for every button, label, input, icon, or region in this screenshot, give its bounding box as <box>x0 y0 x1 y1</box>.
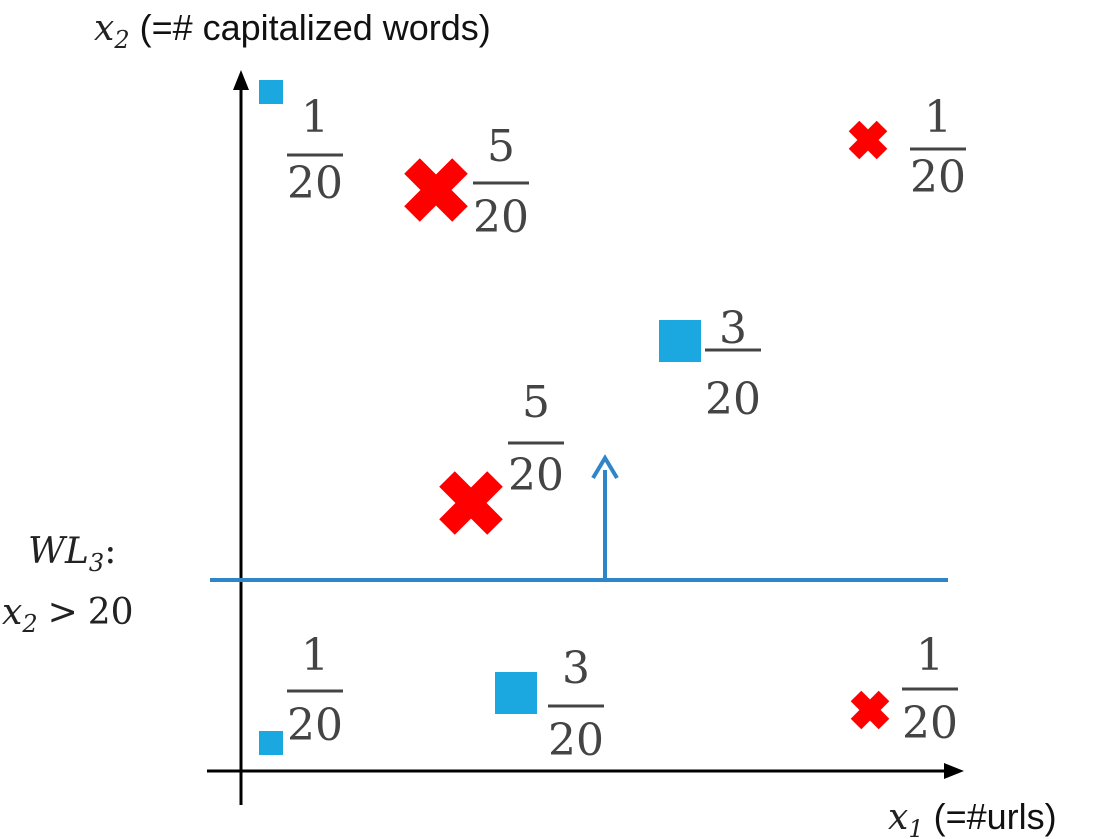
weight-denominator: 20 <box>508 450 564 501</box>
weight-numerator: 1 <box>301 630 329 681</box>
square-marker <box>259 80 283 104</box>
y-axis-label: x2(=# capitalized words) <box>94 7 491 54</box>
data-point: 120 <box>259 630 343 755</box>
weight-denominator: 20 <box>473 192 529 243</box>
data-point: 520 <box>404 121 529 243</box>
square-marker <box>659 320 701 362</box>
y-axis-arrowhead <box>233 70 249 90</box>
x-axis-label: x1(=#urls) <box>888 796 1057 839</box>
cross-marker <box>439 471 503 535</box>
x-axis-arrowhead <box>944 763 964 779</box>
weight-numerator: 5 <box>522 377 550 428</box>
weak-learner-name: WL3: <box>28 531 116 577</box>
weight-numerator: 1 <box>301 92 329 143</box>
cross-marker <box>848 120 888 160</box>
cross-marker <box>404 158 468 222</box>
data-point: 320 <box>495 643 604 766</box>
weight-denominator: 20 <box>287 158 343 209</box>
data-point: 520 <box>439 377 564 535</box>
data-point: 120 <box>259 80 343 209</box>
weight-numerator: 1 <box>916 630 944 681</box>
weight-numerator: 3 <box>562 643 590 694</box>
weight-numerator: 1 <box>924 92 952 143</box>
square-marker <box>259 731 283 755</box>
weight-denominator: 20 <box>910 152 966 203</box>
weight-numerator: 5 <box>487 121 515 172</box>
data-point: 120 <box>850 630 958 749</box>
data-point: 320 <box>659 303 761 425</box>
weight-denominator: 20 <box>548 715 604 766</box>
square-marker <box>495 672 537 714</box>
weak-learner-rule: x2>20 <box>2 592 134 638</box>
data-point: 120 <box>848 92 966 203</box>
weight-denominator: 20 <box>287 700 343 751</box>
cross-marker <box>850 690 890 730</box>
weight-denominator: 20 <box>902 698 958 749</box>
weight-numerator: 3 <box>719 303 747 354</box>
decision-direction-arrowhead <box>591 454 619 480</box>
weight-denominator: 20 <box>705 374 761 425</box>
